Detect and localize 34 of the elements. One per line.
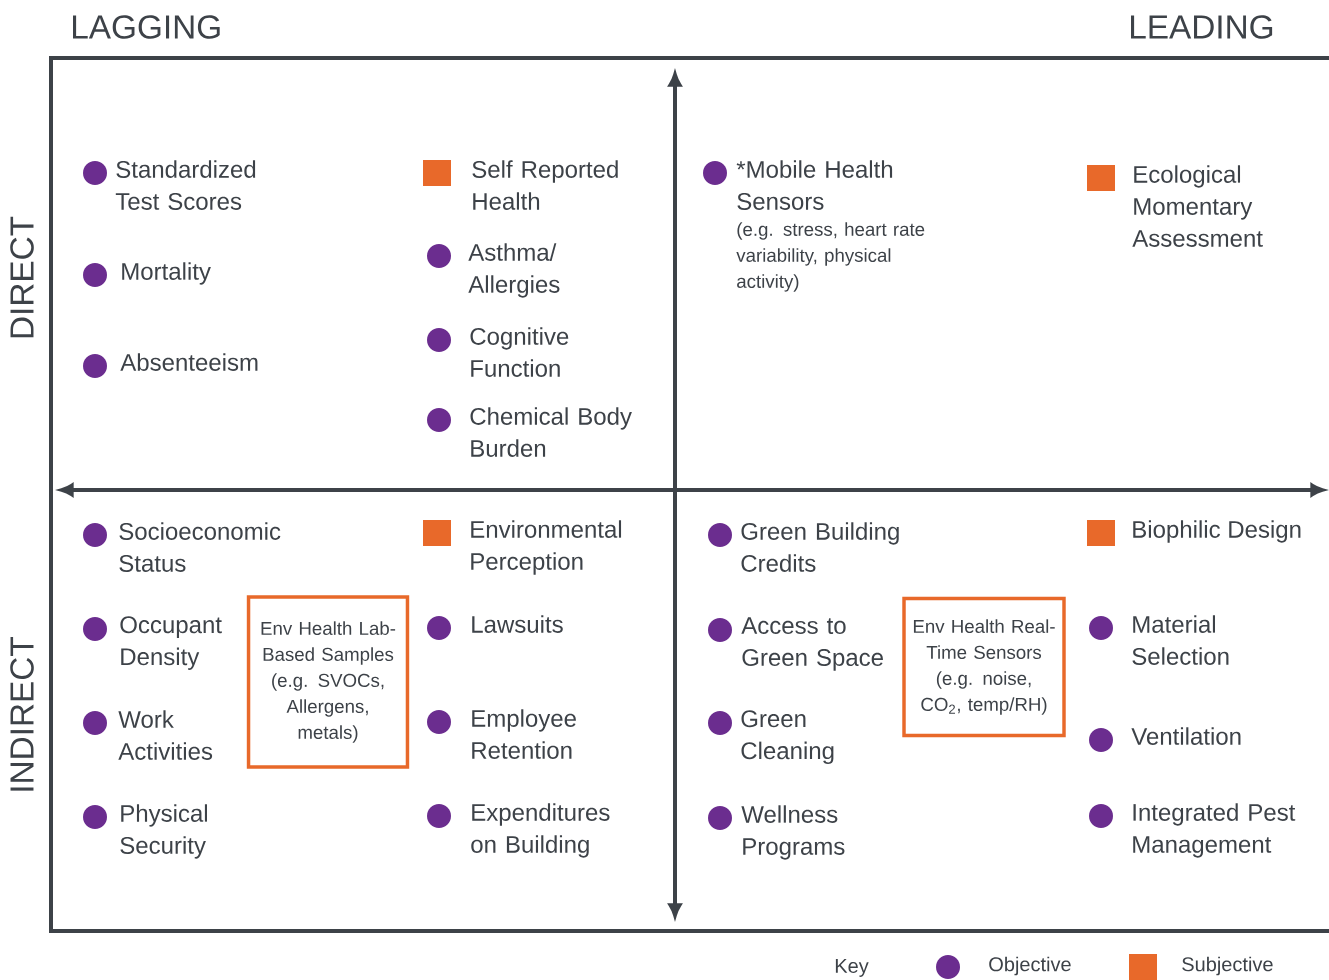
item-label: Integrated Pest Management (1133, 803, 1296, 858)
axis-label: LAGGING (73, 15, 220, 39)
note-box: Env Health Lab-Based Samples (e.g. SVOCs, Allergens, metals) (246, 595, 410, 769)
legend-title: Key (835, 959, 869, 977)
item-label: Ventilation (1131, 727, 1241, 745)
item-label: Physical Security (120, 804, 207, 859)
item-label: Chemical Body Burden (470, 407, 632, 457)
item-label: Standardized Test Scores (115, 160, 256, 210)
axis-label: INDIRECT (10, 637, 34, 791)
item-label: Green Building Credits (741, 522, 899, 572)
item-label: Occupant Density (120, 616, 222, 670)
item-label: Wellness Programs (741, 805, 845, 860)
legend-label: Objective (989, 956, 1071, 976)
item-label: Material Selection (1132, 615, 1229, 665)
item-label: Absenteeism (120, 353, 258, 371)
item-label: *Mobile Health Sensors (736, 160, 893, 210)
axis-label: LEADING (1131, 15, 1273, 39)
item-label: Mortality (122, 262, 211, 285)
item-label: Cognitive Function (470, 327, 569, 377)
item-label: Ecological Momentary Assessment (1132, 165, 1263, 247)
item-label: Green Cleaning (741, 710, 834, 764)
item-label: Expenditures on Building (471, 803, 610, 858)
item-label: Biophilic Design (1133, 520, 1301, 543)
item-label: Self Reported Health (472, 160, 618, 210)
item-label: Asthma/ Allergies (468, 243, 560, 298)
item-label: Lawsuits (472, 615, 563, 633)
item-label: Work Activities (118, 710, 213, 760)
item-label: Socioeconomic Status (119, 522, 281, 572)
item-label: Environmental Perception (471, 520, 622, 575)
item-note: (e.g. stress, heart rate variability, physical activity) (736, 222, 925, 292)
axis-label: DIRECT (10, 216, 34, 338)
legend-label: Subjective (1182, 956, 1273, 976)
note-box: Env Health Real-Time Sensors (e.g. noise, CO$_{2}$, temp/RH) (902, 596, 1066, 738)
item-label: Employee Retention (472, 709, 576, 759)
